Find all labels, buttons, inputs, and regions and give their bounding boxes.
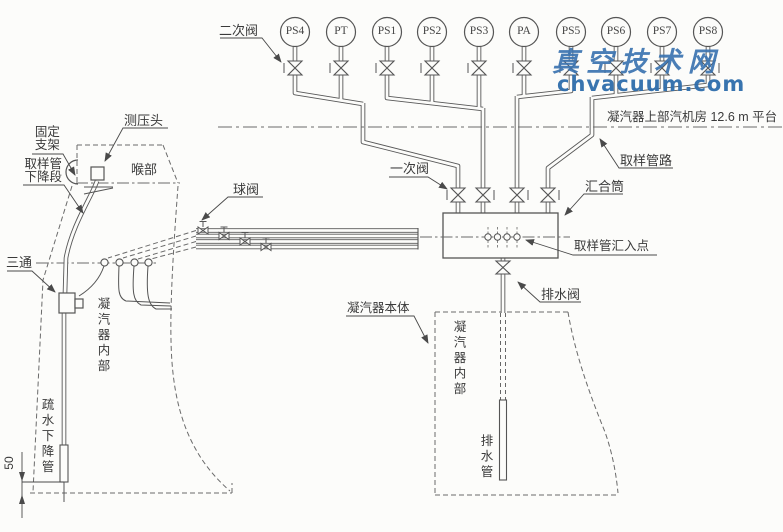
instrument-tag-pa: PA	[517, 25, 531, 37]
condenser-outlines	[30, 144, 619, 496]
label-ball-valve: 球阀	[233, 182, 260, 197]
drain-valve	[494, 260, 512, 275]
downcomer-glass	[59, 444, 69, 483]
dimension-50	[19, 452, 64, 518]
manifold-box	[442, 212, 559, 259]
instrument-tag-pt: PT	[334, 25, 348, 37]
secondary-valves	[283, 60, 720, 76]
label-sampling-line: 取样管路	[620, 153, 673, 168]
hidden-sampling-tubes	[107, 230, 197, 260]
instrument-tag-ps7: PS7	[652, 25, 672, 37]
label-condenser-interior-right: 凝汽器内部	[451, 320, 466, 398]
label-drain-pipe: 排水管	[478, 434, 493, 481]
instrument-tag-ps8: PS8	[698, 25, 718, 37]
centerlines-left	[36, 182, 180, 264]
instrument-bubbles	[279, 16, 724, 48]
tee-fitting	[58, 292, 84, 314]
label-sample-merge-point: 取样管汇入点	[574, 239, 650, 253]
sampling-points	[78, 258, 172, 310]
instrument-tag-ps1: PS1	[377, 25, 397, 37]
label-primary-valve: 一次阀	[390, 161, 430, 176]
label-throat: 喉部	[131, 162, 158, 177]
label-fixed-support: 固定支架	[34, 125, 60, 153]
label-sampling-down-section: 取样管下降段	[24, 157, 62, 185]
label-drain-valve: 排水阀	[541, 287, 581, 302]
label-drain-downcomer: 疏水下降管	[39, 398, 54, 476]
label-secondary-valve: 二次阀	[219, 23, 259, 38]
pipes-inner	[62, 46, 710, 445]
label-condenser-body: 凝汽器本体	[347, 301, 410, 315]
drain-pipe-body	[498, 399, 508, 481]
instrument-tag-ps4: PS4	[285, 25, 305, 37]
pressure-head-square	[90, 166, 105, 181]
instrument-tag-ps2: PS2	[422, 25, 442, 37]
label-tee: 三通	[6, 255, 33, 270]
label-pressure-head: 测压头	[124, 113, 164, 128]
instrument-tag-ps3: PS3	[469, 25, 489, 37]
sample-merge-points	[484, 227, 521, 248]
primary-valves	[446, 187, 560, 203]
label-manifold: 汇合筒	[585, 179, 625, 194]
watermark-url: chvacuum.com	[557, 72, 746, 96]
instrument-tag-ps5: PS5	[561, 25, 581, 37]
ball-valves	[197, 221, 272, 252]
watermark-cn: 真空技术网	[552, 47, 722, 78]
fixed-support-clamp	[65, 159, 79, 185]
instrument-tag-ps6: PS6	[606, 25, 626, 37]
support-detail-lines	[83, 186, 114, 195]
label-leaders	[7, 37, 673, 344]
drain-pipe-hidden	[500, 313, 506, 400]
label-dimension-50: 50	[2, 456, 16, 470]
label-platform: 凝汽器上部汽机房 12.6 m 平台	[607, 110, 778, 124]
label-condenser-interior-left: 凝汽器内部	[95, 297, 110, 375]
